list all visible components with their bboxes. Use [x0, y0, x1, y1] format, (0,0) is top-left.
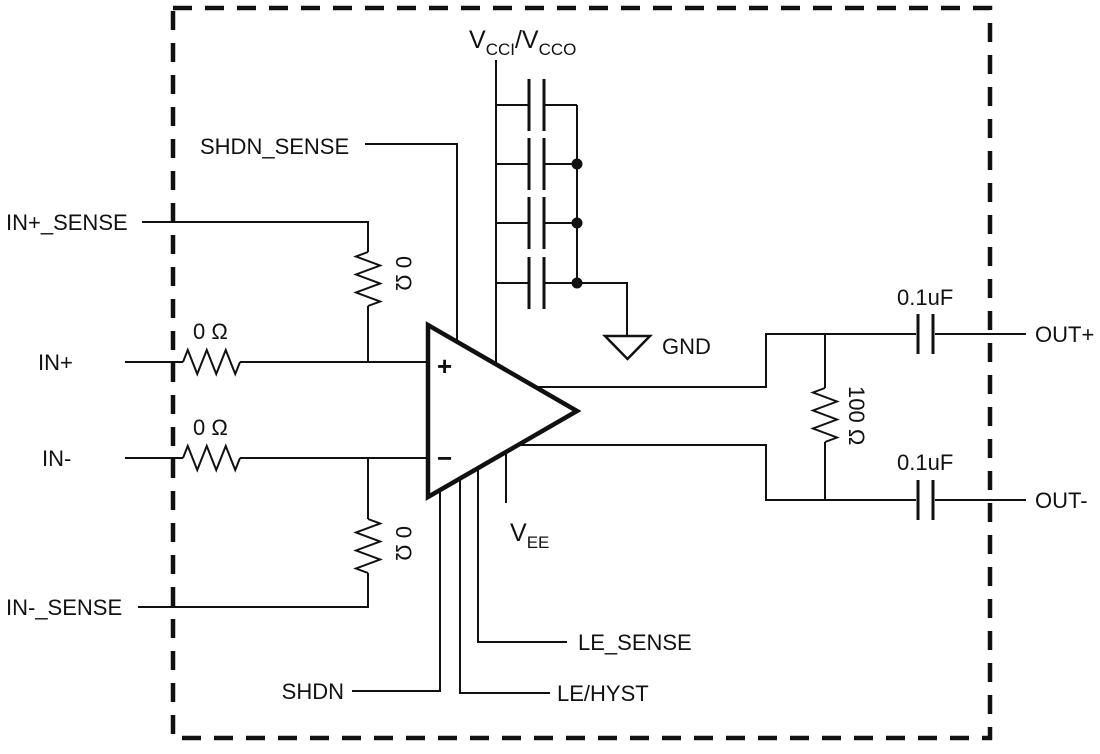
out-plus-pin-label: OUT+ — [1035, 322, 1094, 347]
vcc-label-base2: /V — [515, 26, 539, 54]
comparator-symbol: + − — [425, 321, 582, 501]
junction-dot — [571, 158, 583, 170]
in-minus-pin-label: IN- — [42, 446, 71, 471]
gnd-pin-label: GND — [662, 334, 711, 359]
vcc-label-sub1: CCI — [486, 40, 515, 59]
resistor-in-plus-sense — [353, 251, 383, 307]
le-hyst-wire — [459, 477, 550, 694]
out-plus-wire — [535, 333, 916, 388]
resistor-in-minus-sense — [353, 518, 383, 574]
gnd-symbol-icon — [602, 334, 653, 361]
le-sense-wire — [477, 466, 567, 643]
resistor-termination — [810, 387, 840, 443]
output-network — [519, 314, 1026, 520]
in-plus-sense-pin-label: IN+_SENSE — [6, 210, 128, 235]
resistor-in-plus — [182, 347, 241, 377]
device-boundary-box — [170, 5, 993, 741]
resistor-in-minus — [182, 443, 241, 473]
resistor-in-minus-value: 0 Ω — [193, 415, 228, 440]
input-network — [125, 221, 428, 608]
shdn-wire — [352, 488, 441, 692]
vcc-label-sub2: CCO — [539, 40, 577, 59]
control-pins — [352, 143, 567, 694]
resistor-in-plus-value: 0 Ω — [193, 319, 228, 344]
shdn-sense-wire — [365, 143, 458, 343]
in-minus-sense-wire — [138, 573, 369, 608]
resistor-termination-value: 100 Ω — [844, 386, 869, 445]
in-minus-sense-pin-label: IN-_SENSE — [6, 595, 122, 620]
junction-dot — [571, 217, 583, 229]
out-minus-wire — [519, 444, 916, 501]
resistor-in-plus-sense-value: 0 Ω — [391, 256, 416, 291]
le-hyst-pin-label: LE/HYST — [557, 681, 649, 706]
out-minus-pin-label: OUT- — [1035, 488, 1088, 513]
le-sense-pin-label: LE_SENSE — [578, 630, 692, 655]
resistor-in-minus-sense-value: 0 Ω — [391, 526, 416, 561]
comparator-triangle — [425, 321, 582, 501]
out-minus-cap-value: 0.1uF — [897, 450, 953, 475]
inverting-input-marker: − — [437, 443, 452, 473]
vee-label-base: V — [510, 519, 527, 547]
gnd-wire — [577, 282, 628, 336]
in-plus-pin-label: IN+ — [38, 350, 73, 375]
vee-pin-label: VEE — [510, 519, 549, 552]
vee-label-sub: EE — [527, 533, 550, 552]
out-plus-cap-value: 0.1uF — [897, 285, 953, 310]
noninverting-input-marker: + — [437, 351, 452, 381]
shdn-pin-label: SHDN — [282, 679, 344, 704]
vcc-label-base: V — [469, 26, 486, 54]
vcc-pin-label: VCCI/VCCO — [469, 26, 576, 59]
in-plus-sense-wire — [142, 221, 369, 252]
shdn-sense-pin-label: SHDN_SENSE — [200, 134, 349, 159]
vcc-bypass-network — [495, 60, 653, 364]
